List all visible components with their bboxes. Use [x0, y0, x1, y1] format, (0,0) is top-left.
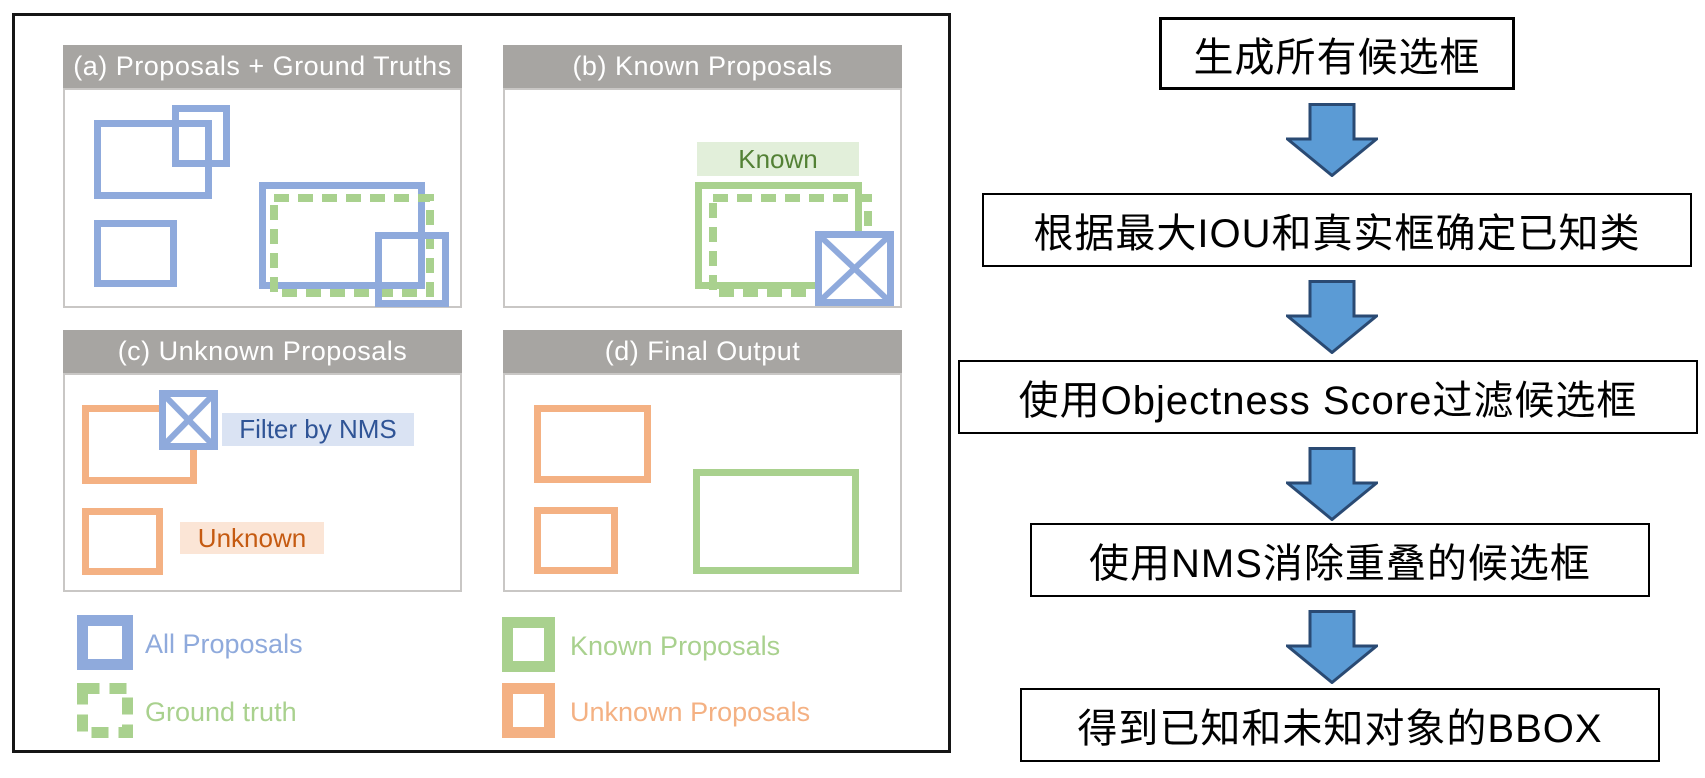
- flow-step-1: 生成所有候选框: [1159, 17, 1515, 90]
- flow-step-4: 使用NMS消除重叠的候选框: [1030, 523, 1650, 597]
- proposal-box: [375, 232, 449, 307]
- panel-d-title: (d) Final Output: [503, 330, 902, 373]
- known-proposal-box: [693, 469, 859, 574]
- unknown-tag: Unknown: [180, 522, 324, 554]
- panel-a-title: (a) Proposals + Ground Truths: [63, 45, 462, 88]
- panel-d-body: [503, 373, 902, 592]
- flow-step-1-label: 生成所有候选框: [1193, 35, 1481, 80]
- unknown-proposals-swatch: [502, 683, 555, 738]
- panel-a-body: [63, 88, 462, 308]
- unknown-proposal-box: [82, 508, 163, 575]
- flow-step-5-label: 得到已知和未知对象的BBOX: [1077, 707, 1603, 751]
- legend-ground-truth: Ground truth: [145, 697, 297, 727]
- ground-truth-swatch: [77, 683, 133, 738]
- legend-unknown-proposals: Unknown Proposals: [570, 697, 811, 727]
- figure-outer-border: [12, 13, 951, 753]
- filter-by-nms-tag: Filter by NMS: [222, 413, 414, 446]
- flow-step-2-label: 根据最大IOU和真实框确定已知类: [1033, 212, 1641, 256]
- flow-step-3: 使用Objectness Score过滤候选框: [958, 360, 1698, 434]
- all-proposals-swatch: [77, 615, 133, 670]
- panel-c-title: (c) Unknown Proposals: [63, 330, 462, 373]
- ground-truth-dashed-box: [270, 194, 434, 297]
- known-proposals-swatch: [502, 617, 555, 672]
- suppressed-proposal-x-icon: [159, 390, 218, 450]
- down-arrow-icon: [1286, 103, 1378, 177]
- flow-step-5: 得到已知和未知对象的BBOX: [1020, 688, 1660, 762]
- unknown-proposal-box: [534, 405, 651, 483]
- unknown-proposal-box: [534, 507, 618, 574]
- flow-step-2: 根据最大IOU和真实框确定已知类: [982, 193, 1692, 267]
- proposal-box: [94, 120, 212, 199]
- panel-c-body: Filter by NMS Unknown: [63, 373, 462, 592]
- known-tag: Known: [697, 142, 859, 176]
- down-arrow-icon: [1286, 447, 1378, 521]
- proposal-box: [94, 220, 177, 287]
- panel-b-title: (b) Known Proposals: [503, 45, 902, 88]
- panel-b-body: Known: [503, 88, 902, 308]
- flow-step-4-label: 使用NMS消除重叠的候选框: [1089, 542, 1591, 586]
- legend-known-proposals: Known Proposals: [570, 631, 781, 661]
- proposal-box: [172, 105, 230, 167]
- suppressed-proposal-x-icon: [815, 231, 894, 306]
- down-arrow-icon: [1286, 610, 1378, 684]
- down-arrow-icon: [1286, 280, 1378, 354]
- flow-step-3-label: 使用Objectness Score过滤候选框: [1018, 379, 1638, 423]
- legend-all-proposals: All Proposals: [145, 629, 303, 659]
